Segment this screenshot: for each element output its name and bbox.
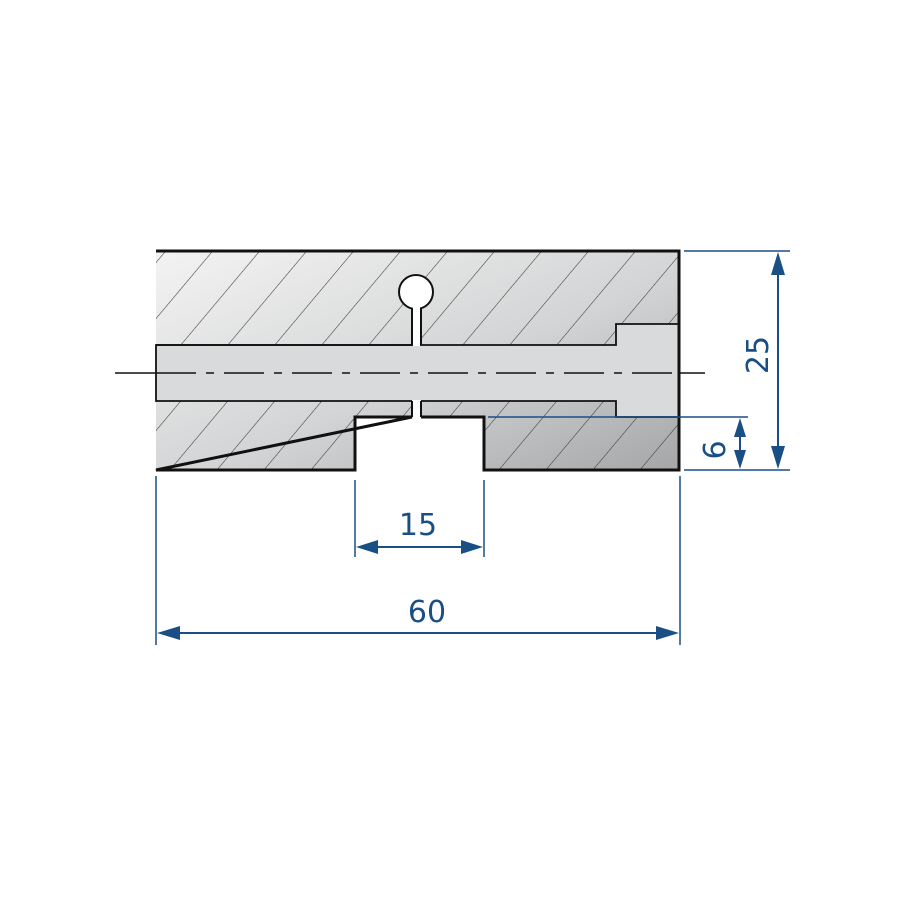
dimension-label-overall-width: 60 bbox=[408, 595, 446, 630]
arrow-up-icon bbox=[771, 252, 785, 275]
arrow-right-icon bbox=[656, 626, 679, 640]
arrow-right-icon bbox=[461, 540, 483, 554]
keyhole-circle bbox=[398, 274, 434, 310]
dimensions bbox=[155, 250, 790, 645]
bottom-slit bbox=[412, 400, 421, 418]
arrow-left-icon bbox=[356, 540, 378, 554]
part-body bbox=[155, 249, 681, 472]
dimension-label-slot-width: 15 bbox=[399, 508, 437, 543]
arrow-up-icon bbox=[734, 418, 746, 437]
body-outline bbox=[155, 249, 681, 472]
arrow-down-icon bbox=[734, 450, 746, 469]
dimension-label-slot-depth: 6 bbox=[698, 440, 733, 459]
arrow-left-icon bbox=[157, 626, 180, 640]
keyhole-slot-fill bbox=[413, 303, 420, 346]
keyhole-neck bbox=[413, 305, 420, 313]
dimension-label-overall-height: 25 bbox=[741, 336, 776, 374]
arrow-down-icon bbox=[771, 446, 785, 469]
